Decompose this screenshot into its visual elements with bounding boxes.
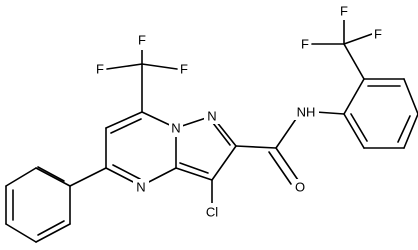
bond-ph-5-6-double <box>37 220 65 236</box>
bond-cf3right-f3 <box>343 33 373 45</box>
bond-n2-c2-double <box>212 122 231 146</box>
atom-f-top-2: F <box>96 62 104 77</box>
atom-f-right-1: F <box>340 4 348 19</box>
bond-cf3top-f3 <box>141 63 178 70</box>
bond-c7-c6 <box>105 111 143 129</box>
bond-c3-c3a <box>175 167 213 181</box>
bond-camide-n <box>275 115 299 149</box>
bond-c3-c3a-double <box>179 162 209 174</box>
atom-o-amide: O <box>295 180 305 195</box>
bond-ar-3-4 <box>403 78 418 115</box>
bond-cf3top-f2 <box>106 63 143 70</box>
bond-c2-c3 <box>211 145 237 181</box>
bond-c5-ph <box>69 167 107 187</box>
bond-ar-4-5 <box>403 113 418 149</box>
bond-ar-1-2 <box>343 78 365 115</box>
atom-n-pyrimidine: N <box>136 180 145 195</box>
bond-camide-o-double <box>268 151 292 185</box>
bond-c7-c6-double <box>110 118 142 134</box>
atom-n-bridgehead: N <box>171 121 180 136</box>
bond-ar-cf3 <box>343 43 365 80</box>
atom-f-right-3: F <box>374 27 382 42</box>
bond-n-aryl <box>315 111 345 115</box>
bond-layer <box>5 15 418 243</box>
bond-ph-1-2-double <box>37 166 65 182</box>
atom-n-pyrazole: N <box>207 109 216 124</box>
bond-ph-4-5 <box>5 223 37 243</box>
atom-nh-amide: NH <box>297 105 316 120</box>
atom-f-right-2: F <box>301 37 309 52</box>
bond-ar-4-5-double <box>397 115 411 143</box>
bond-ph-2-3 <box>5 167 37 187</box>
atom-f-top-3: F <box>180 62 188 77</box>
bond-ar-6-1-double <box>350 113 368 142</box>
atom-label-layer: F F F N N N Cl O NH F F F <box>94 4 384 221</box>
atom-cl: Cl <box>206 205 218 220</box>
bond-c2-camide <box>235 145 277 149</box>
bond-ph-1-2 <box>35 167 71 187</box>
bond-camide-o <box>275 147 299 181</box>
bond-c5-n4-double <box>112 164 141 180</box>
bond-ar-6-1 <box>343 113 365 149</box>
atom-f-top-1: F <box>138 33 146 48</box>
bond-ph-5-6 <box>35 223 71 243</box>
